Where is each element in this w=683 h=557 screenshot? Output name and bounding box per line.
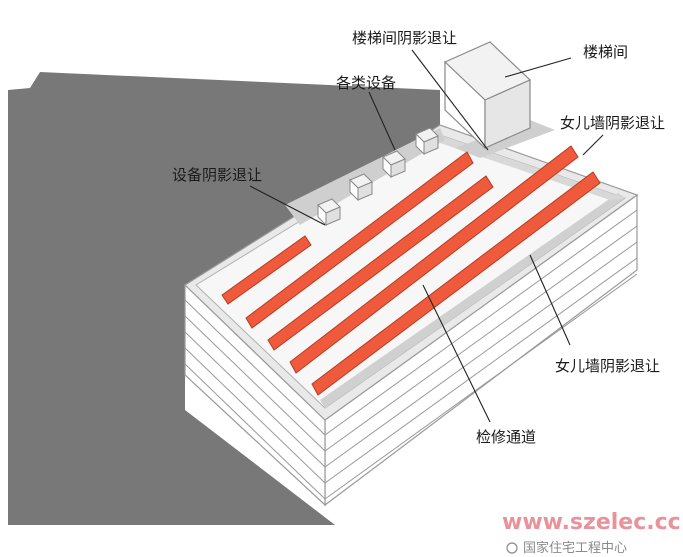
pv-panel-strip: [221, 235, 312, 305]
floor-lines: [184, 209, 638, 500]
pv-panel-strip: [311, 171, 601, 396]
equipment-unit: [349, 173, 373, 202]
equipment-units: [317, 127, 439, 227]
watermark: www.szelec.cc 国家住宅工程中心: [502, 510, 681, 556]
label-parapet-shadow-right: 女儿墙阴影退让: [555, 357, 660, 375]
pv-panel-strip: [267, 175, 494, 351]
label-equipment-shadow: 设备阴影退让: [172, 166, 262, 184]
stairwell-block: [443, 41, 532, 150]
equipment-unit: [317, 198, 341, 227]
watermark-org: 国家住宅工程中心: [523, 540, 627, 556]
pv-panels: [221, 145, 601, 396]
label-maintenance-path: 检修通道: [476, 428, 536, 446]
label-equipment: 各类设备: [336, 74, 396, 92]
parapet-shadow-right: [320, 193, 625, 408]
pv-panel-strip: [245, 151, 474, 329]
equipment-unit: [415, 127, 439, 156]
label-stairwell: 楼梯间: [583, 43, 628, 61]
label-stair-shadow: 楼梯间阴影退让: [352, 29, 457, 47]
pv-panel-strip: [289, 145, 579, 374]
watermark-url: www.szelec.cc: [502, 510, 681, 535]
label-parapet-shadow-top: 女儿墙阴影退让: [560, 114, 665, 132]
leader-lines: [249, 49, 604, 423]
equipment-unit: [382, 150, 406, 179]
wechat-icon: [506, 542, 518, 554]
